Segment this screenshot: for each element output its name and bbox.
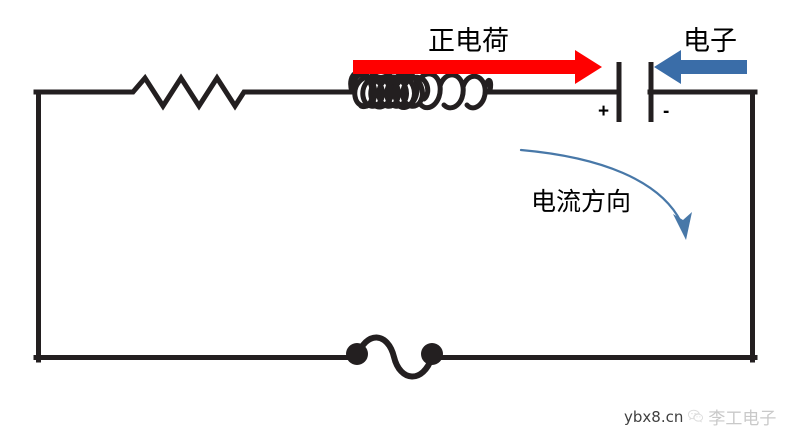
capacitor-symbol bbox=[616, 62, 654, 122]
wire-jumper-symbol bbox=[346, 334, 443, 380]
capacitor-negative-label: - bbox=[663, 101, 670, 122]
wechat-icon bbox=[687, 408, 704, 425]
current-direction-label: 电流方向 bbox=[531, 188, 632, 216]
jumper-curve bbox=[354, 334, 435, 380]
watermark-account-name: 李工电子 bbox=[708, 409, 777, 428]
inductor-symbol bbox=[348, 68, 494, 111]
jumper-node-right bbox=[421, 343, 443, 365]
capacitor-positive-label: + bbox=[598, 101, 610, 122]
circuit-wires bbox=[33, 89, 758, 363]
positive-charge-arrow bbox=[353, 50, 602, 84]
current-direction-arrow bbox=[519, 148, 692, 240]
electron-label: 电子 bbox=[683, 26, 737, 56]
watermark-domain: ybx8.cn bbox=[624, 407, 684, 426]
positive-charge-label: 正电荷 bbox=[428, 26, 509, 56]
electron-arrow bbox=[654, 50, 747, 84]
jumper-node-left bbox=[346, 343, 368, 365]
watermark: ybx8.cn 李工电子 bbox=[624, 404, 776, 429]
resistor-symbol bbox=[122, 73, 252, 111]
